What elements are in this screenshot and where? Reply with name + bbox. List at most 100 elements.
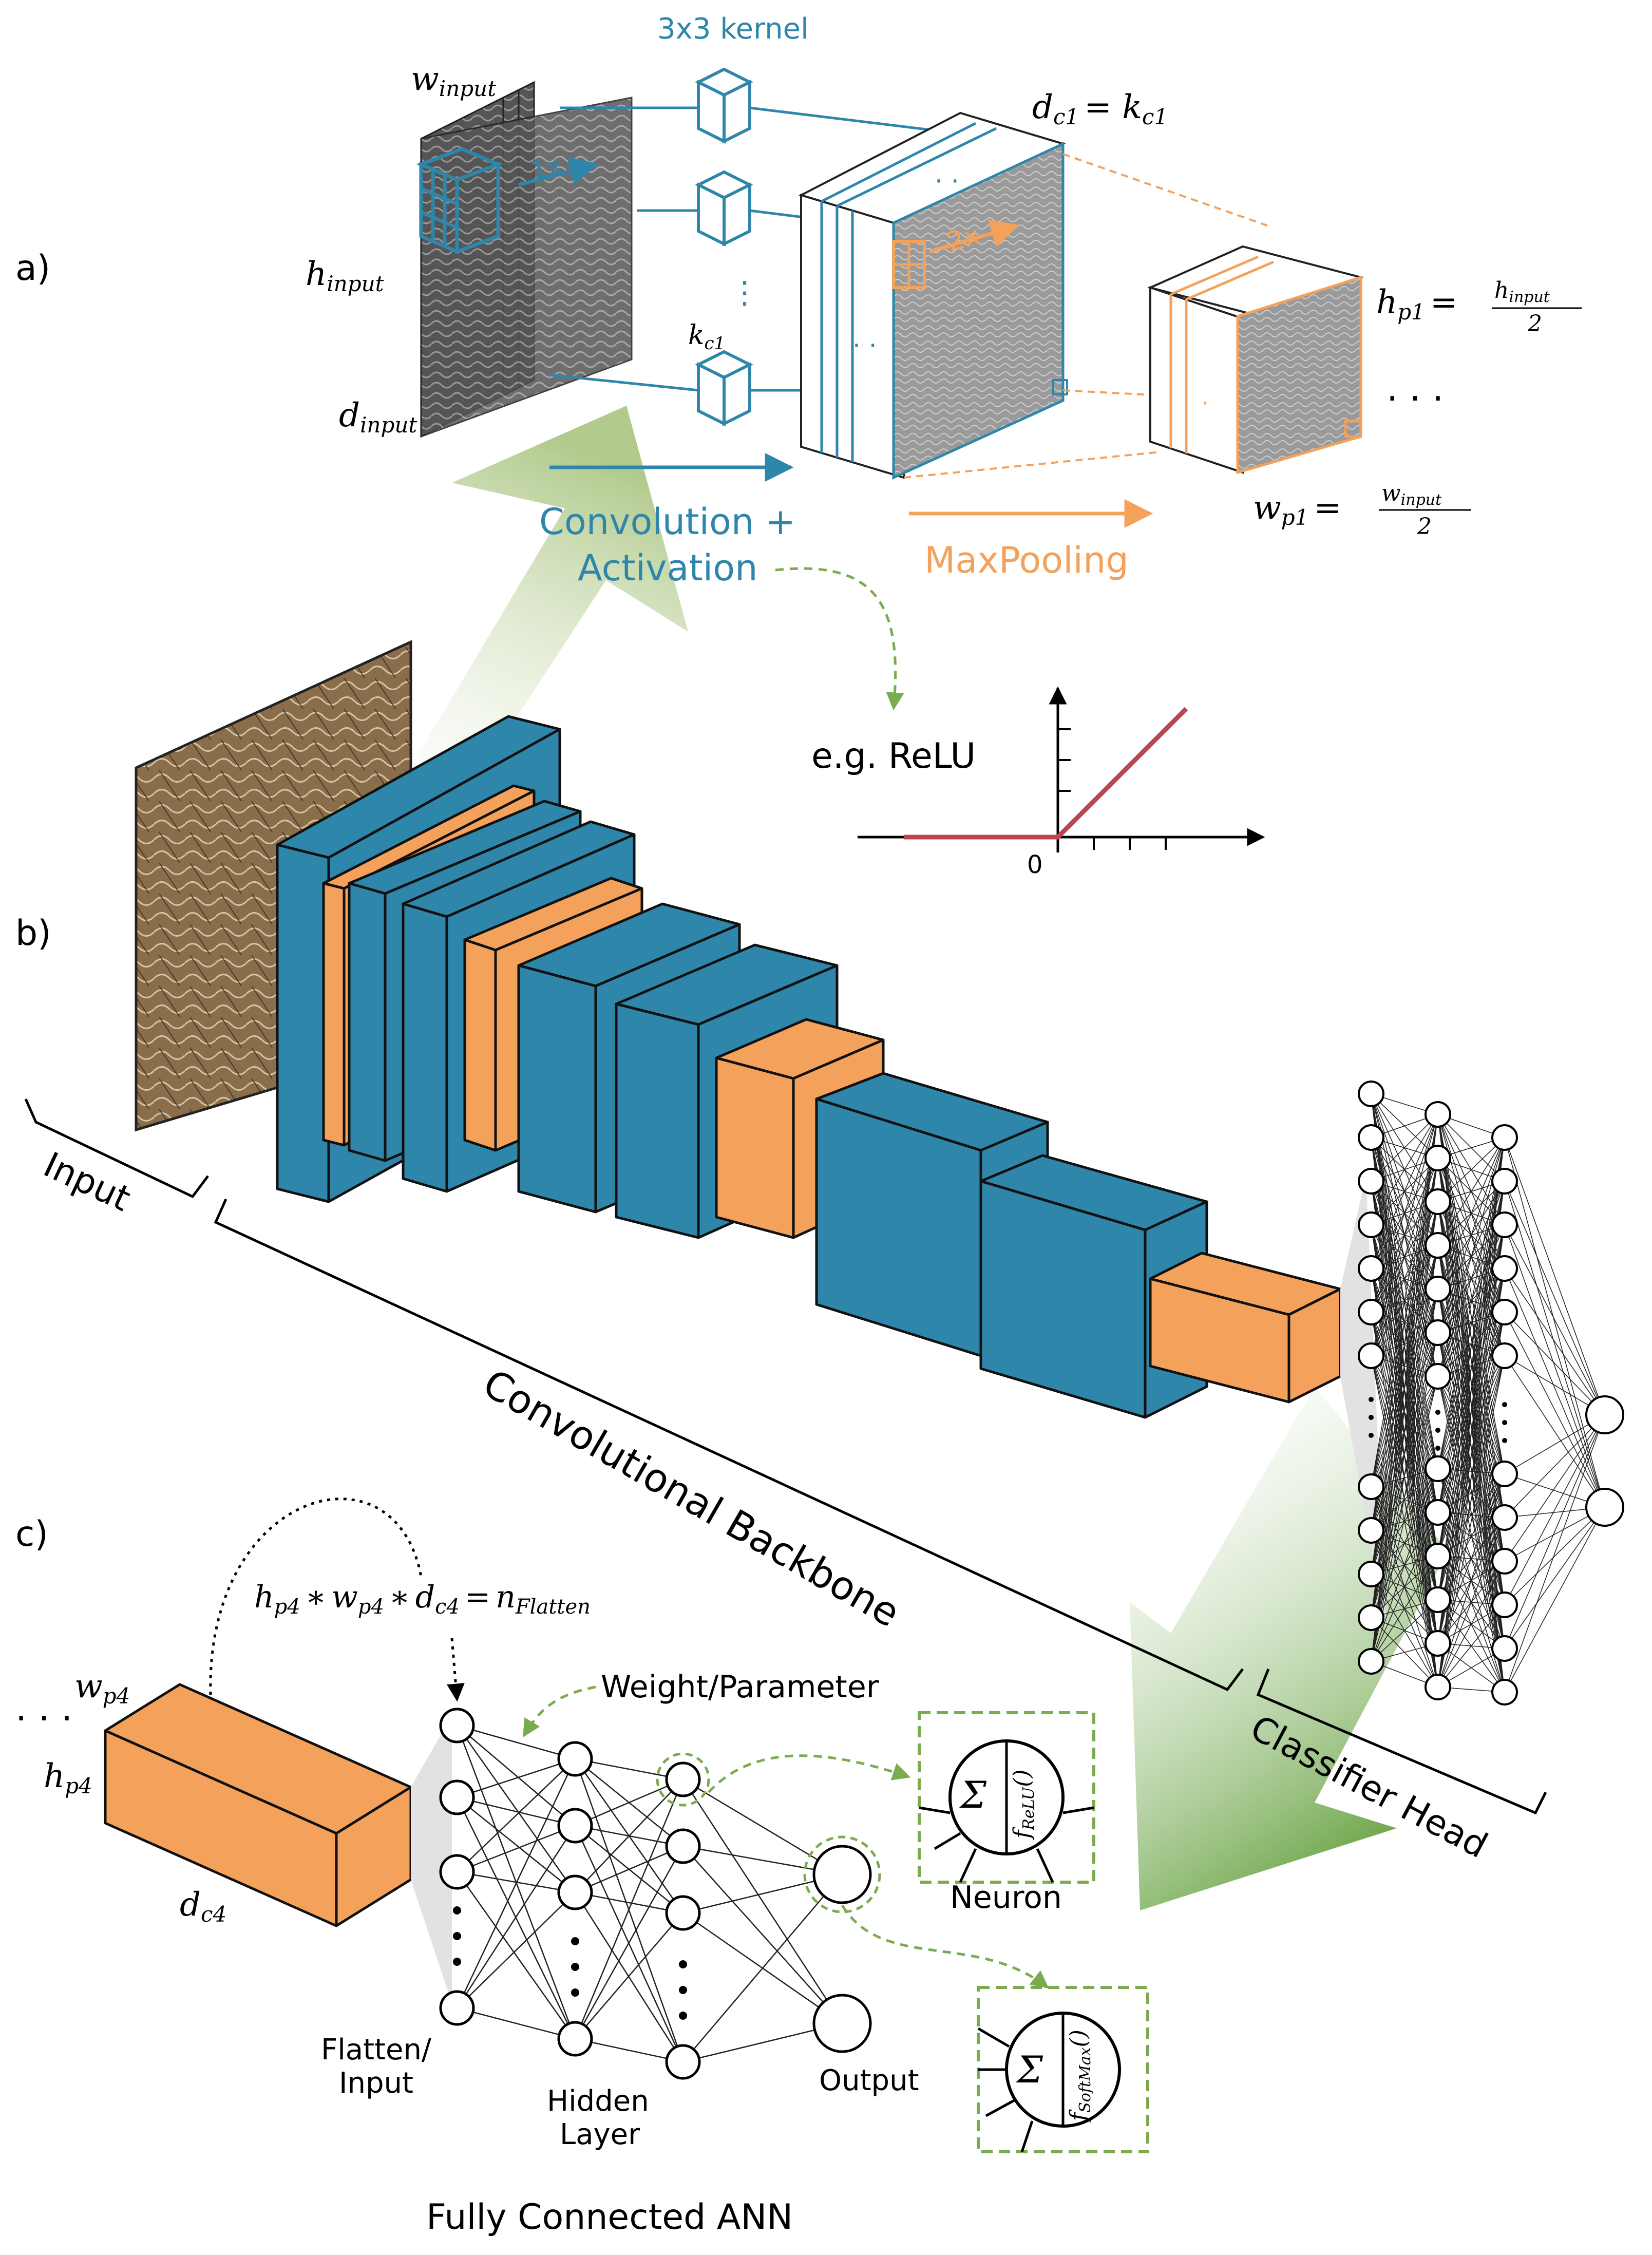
ellipsis-dot bbox=[453, 1906, 461, 1915]
network-connection bbox=[1371, 1114, 1438, 1313]
network-connection bbox=[1371, 1599, 1438, 1662]
maxpool-label: MaxPooling bbox=[924, 539, 1129, 581]
neuron-node bbox=[1425, 1499, 1451, 1526]
network-connection bbox=[1437, 1376, 1505, 1474]
neuron-node bbox=[665, 2044, 701, 2080]
panel-b: Input Convolutional Backbone Classifier … bbox=[24, 640, 1624, 1866]
pool-output-block bbox=[1147, 245, 1364, 475]
neuron-node bbox=[1491, 1342, 1518, 1369]
network-connection bbox=[1437, 1561, 1505, 1688]
network-connection bbox=[575, 1779, 683, 1893]
network-connection bbox=[1437, 1137, 1505, 1246]
network-connection bbox=[457, 1825, 576, 1873]
network-connection bbox=[1504, 1414, 1605, 1649]
network-connection bbox=[456, 1825, 576, 2008]
flatten-eq-curve bbox=[209, 1498, 423, 1695]
dc1-equation: dc1= kc1 bbox=[1032, 88, 1168, 129]
kernel-cube-2 bbox=[695, 170, 753, 247]
panel-label-c: c) bbox=[15, 1514, 48, 1555]
ellipsis-dot bbox=[453, 1958, 461, 1966]
flatten-label-line1: Flatten/ bbox=[321, 2033, 431, 2067]
neuron-node bbox=[557, 1874, 593, 1910]
neuron-node bbox=[1425, 1276, 1451, 1302]
neuron-node bbox=[1425, 1145, 1451, 1171]
network-connection bbox=[1371, 1288, 1438, 1662]
network-connection bbox=[1437, 1604, 1505, 1688]
network-connection bbox=[1371, 1332, 1438, 1662]
network-connection bbox=[1437, 1137, 1505, 1290]
network-connection bbox=[1437, 1137, 1505, 1600]
network-connection bbox=[456, 1758, 576, 2008]
flatten-label-line2: Input bbox=[339, 2067, 413, 2100]
highlight-ring bbox=[803, 1835, 881, 1913]
input-kernel-icon bbox=[416, 147, 503, 255]
network-connection bbox=[457, 1725, 576, 1760]
neuron-node bbox=[1491, 1299, 1518, 1325]
network-connection bbox=[457, 1758, 576, 1798]
panel-label-a: a) bbox=[15, 248, 50, 289]
conv-label-line2: Activation bbox=[578, 547, 757, 589]
network-connection bbox=[1371, 1114, 1438, 1269]
network-connection bbox=[682, 1779, 843, 2024]
network-connection bbox=[574, 1779, 684, 2039]
neuron-node bbox=[1585, 1395, 1624, 1434]
w-input-label: winput bbox=[411, 60, 496, 101]
relu-label: e.g. ReLU bbox=[811, 736, 976, 776]
network-connection bbox=[456, 1871, 576, 2039]
neuron-node bbox=[1491, 1461, 1518, 1487]
kernel-cube-3 bbox=[695, 350, 753, 426]
network-connection bbox=[574, 1846, 684, 2039]
neuron-node bbox=[665, 1895, 701, 1931]
input-image-stack bbox=[420, 81, 633, 438]
kernel-cube-1 bbox=[695, 67, 753, 144]
relu-sum: Σ bbox=[959, 1773, 987, 1816]
network-connection bbox=[1504, 1507, 1605, 1649]
neuron-node bbox=[1425, 1319, 1451, 1346]
neuron-node bbox=[1491, 1548, 1518, 1575]
network-connection bbox=[682, 1778, 843, 1875]
pool-block-c bbox=[104, 1683, 412, 1927]
network-connection bbox=[456, 1725, 576, 1893]
network-connection bbox=[1504, 1414, 1605, 1562]
wp1-numerator: winput bbox=[1381, 480, 1442, 509]
pool-ellipsis: · · · bbox=[1387, 377, 1444, 420]
network-connection bbox=[1437, 1137, 1505, 1557]
neuron-node bbox=[439, 1854, 475, 1890]
wp1-denominator: 2 bbox=[1417, 514, 1432, 540]
panel-a: 1x winput hinput dinput 3x3 kernel ⋮ bbox=[306, 12, 1582, 879]
ellipsis-dot bbox=[1435, 1410, 1440, 1415]
conv-dots-mid: · · bbox=[852, 331, 877, 361]
network-connection bbox=[1371, 1468, 1438, 1662]
panel-c-ellipsis: · · · bbox=[15, 1697, 72, 1739]
network-connection bbox=[1437, 1473, 1505, 1688]
kernel-label: 3x3 kernel bbox=[657, 12, 809, 46]
neuron-node bbox=[1491, 1679, 1518, 1706]
network-connection bbox=[1504, 1355, 1605, 1508]
network-connection bbox=[575, 2038, 683, 2063]
relu-zero-label: 0 bbox=[1027, 850, 1043, 879]
network-connection bbox=[1504, 1507, 1605, 1605]
neuron-node bbox=[1425, 1630, 1451, 1657]
panel-label-b: b) bbox=[15, 913, 51, 954]
pool-block-4 bbox=[1149, 1252, 1342, 1404]
ellipsis-dot bbox=[571, 1963, 579, 1971]
network-connection bbox=[1504, 1268, 1605, 1508]
hp1-equation: hp1= bbox=[1376, 283, 1457, 325]
network-connection bbox=[1371, 1114, 1438, 1182]
neuron-node bbox=[1358, 1081, 1384, 1107]
neuron-detail-arrow bbox=[708, 1754, 911, 1793]
network-connection bbox=[1371, 1114, 1438, 1225]
pool-dots: · bbox=[1202, 390, 1209, 416]
neuron-node bbox=[665, 1761, 701, 1797]
backbone-bracket bbox=[214, 1198, 1244, 1692]
neuron-node bbox=[1358, 1342, 1384, 1369]
network-connection bbox=[1437, 1288, 1505, 1474]
classifier-network-b bbox=[1358, 1081, 1624, 1706]
ellipsis-dot bbox=[679, 2012, 687, 2020]
network-connection bbox=[456, 1797, 576, 2039]
hp1-numerator: hinput bbox=[1494, 277, 1550, 306]
network-connection bbox=[1504, 1224, 1605, 1415]
neuron-node bbox=[1358, 1561, 1384, 1587]
ellipsis-dot bbox=[679, 1960, 687, 1968]
ellipsis-dot bbox=[1369, 1397, 1374, 1402]
